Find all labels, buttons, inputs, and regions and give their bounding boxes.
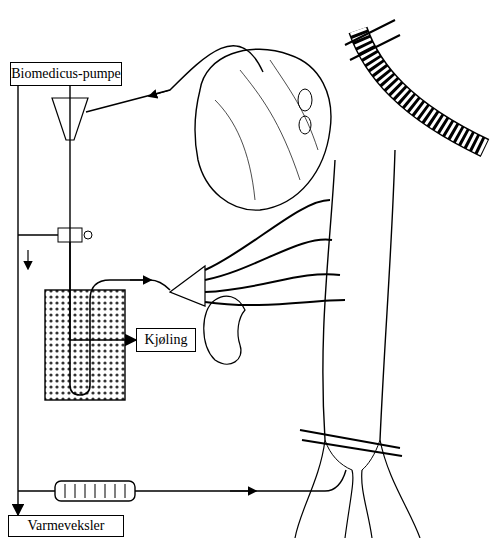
perfusion-catheters xyxy=(205,200,345,305)
cooling-coil xyxy=(70,242,170,395)
flow-arrow xyxy=(230,490,255,491)
aorta-wall xyxy=(323,150,395,440)
ice-bath xyxy=(45,290,125,400)
femoral-return-tube xyxy=(135,470,346,491)
graft-ribbing xyxy=(358,30,485,148)
tubing-connector xyxy=(70,86,136,340)
valve-knob xyxy=(84,231,92,239)
vessel-opening xyxy=(299,116,311,134)
label-box: Varmeveksler xyxy=(8,515,124,537)
heat-exchanger xyxy=(55,481,135,501)
vessel-opening xyxy=(298,89,312,111)
label-text: Biomedicus-pumpe xyxy=(11,66,121,81)
label-box: Biomedicus-pumpe xyxy=(10,62,122,86)
tubing-connector xyxy=(17,86,18,515)
exchanger-hatching xyxy=(65,484,125,498)
heart-outline xyxy=(195,49,331,210)
clamp xyxy=(300,430,402,456)
kidney xyxy=(204,296,245,364)
heart-detail xyxy=(215,60,318,200)
label-text: Kjøling xyxy=(145,332,188,347)
label-box: Kjøling xyxy=(136,328,196,352)
label-text: Varmeveksler xyxy=(28,518,105,533)
aortic-graft xyxy=(358,30,485,148)
flow-arrow xyxy=(130,279,150,280)
flow-arrow xyxy=(27,250,28,268)
iliac-arteries xyxy=(295,440,420,538)
exchanger-inlet xyxy=(18,490,55,491)
manifold xyxy=(170,266,205,306)
flow-arrow xyxy=(150,90,170,96)
valve-branch xyxy=(18,234,58,235)
clamp xyxy=(345,20,400,60)
